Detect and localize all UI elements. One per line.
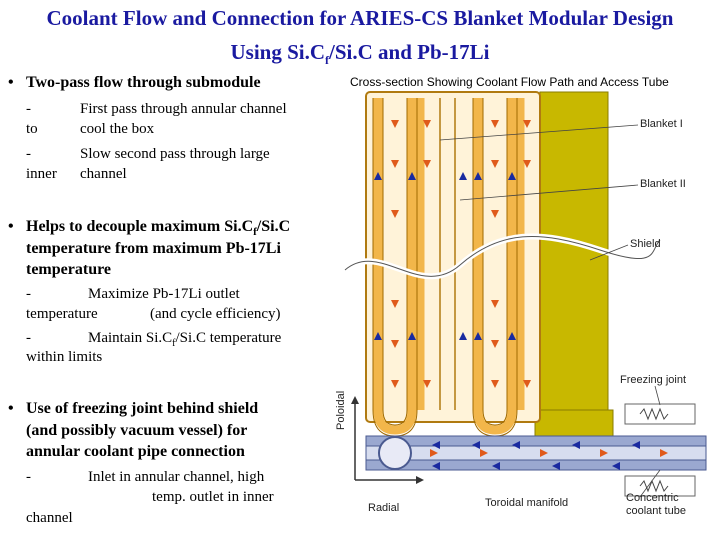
sub-item-cont: to	[26, 121, 38, 137]
sub-item-text: Slow second pass through large	[80, 146, 270, 162]
coolant-flow-diagram	[343, 91, 718, 534]
label-coolant-tube: coolant tube	[626, 505, 686, 517]
label-radial: Radial	[368, 502, 400, 514]
sub-item-line2: within limits	[26, 349, 103, 365]
sub-item-text: Maximize Pb-17Li outlet	[88, 286, 240, 302]
sub-item-text: Maintain Si.Cf/Si.C temperature	[88, 330, 282, 349]
sub-item-line2: temp. outlet in inner	[152, 489, 274, 505]
label-toroidal-manifold: Toroidal manifold	[485, 497, 569, 509]
label-freezing-joint: Freezing joint	[620, 374, 687, 386]
sub-item-line2a: temperature	[26, 306, 98, 322]
sub-item-dash: -	[26, 146, 31, 162]
bullet-dot-icon: •	[8, 218, 14, 235]
label-blanket-1: Blanket I	[640, 118, 683, 130]
sub-item-line2b: (and cycle efficiency)	[150, 306, 281, 322]
sub-item-text2: cool the box	[80, 121, 155, 137]
freezing-joint-spring	[639, 407, 669, 421]
down-arrow-icons	[391, 120, 531, 388]
sub-item-cont: inner	[26, 166, 57, 182]
sub-item-dash: -	[26, 469, 31, 485]
label-concentric: Concentric	[626, 492, 679, 504]
sub-item-text: Inlet in annular channel, high	[88, 469, 265, 485]
page-subtitle: Using Si.Cf/Si.C and Pb-17Li	[230, 40, 490, 68]
label-blanket-2: Blanket II	[640, 178, 686, 190]
sub-item-line3: channel	[26, 510, 73, 526]
bullet-dot-icon: •	[8, 400, 14, 417]
label-poloidal: Poloidal	[335, 390, 347, 430]
up-arrow-icons	[374, 172, 516, 340]
label-shield: Shield	[630, 238, 661, 250]
sub-item-dash: -	[26, 101, 31, 117]
page-title: Coolant Flow and Connection for ARIES-CS…	[46, 6, 674, 30]
diagram-caption: Cross-section Showing Coolant Flow Path …	[350, 75, 669, 89]
bullet-dot-icon: •	[8, 74, 14, 91]
sub-item-text2: channel	[80, 166, 127, 182]
sub-item-dash: -	[26, 286, 31, 302]
sub-item-text: First pass through annular channel	[80, 101, 287, 117]
sub-item-dash: -	[26, 330, 31, 346]
